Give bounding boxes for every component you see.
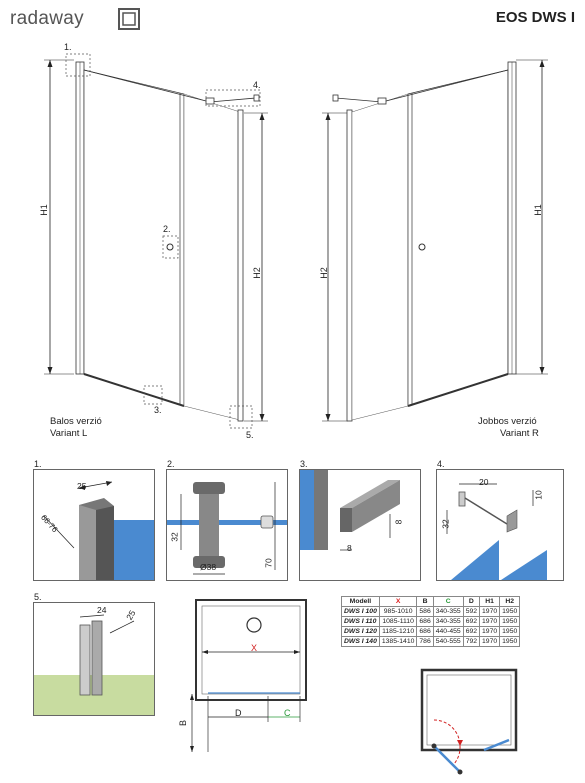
table-cell: 586 bbox=[416, 606, 434, 617]
detail-5-drawing bbox=[34, 614, 154, 715]
table-cell: DWS I 120 bbox=[341, 626, 380, 637]
table-cell: 440-455 bbox=[432, 626, 464, 637]
detail-3-label: 3. bbox=[300, 459, 308, 469]
h1-label-left: H1 bbox=[38, 204, 49, 216]
table-cell: 1185-1210 bbox=[378, 626, 418, 637]
spec-header-h1: H1 bbox=[479, 596, 501, 607]
detail-2-dim-b: Ø38 bbox=[200, 562, 217, 572]
spec-header-d: D bbox=[462, 596, 481, 607]
caption-left-line1: Balos verzió bbox=[50, 416, 102, 427]
plan-b-label: B bbox=[178, 719, 189, 727]
plan-x-label: X bbox=[251, 643, 258, 653]
callout-4: 4. bbox=[253, 80, 261, 90]
spec-table: Modell X B C D H1 H2 DWS I 100 985-1010 … bbox=[341, 596, 521, 647]
table-row: DWS I 120 1185-1210 686 440-455 692 1970… bbox=[341, 626, 521, 637]
h2-label-right: H2 bbox=[318, 267, 329, 279]
detail-5-label: 5. bbox=[34, 592, 42, 602]
detail-1-drawing bbox=[43, 481, 154, 580]
detail-5-dim-a: 24 bbox=[97, 605, 107, 615]
detail-3-dim-a: 8 bbox=[347, 543, 352, 553]
table-cell: 340-355 bbox=[432, 606, 464, 617]
table-cell: 592 bbox=[462, 606, 481, 617]
table-cell: DWS I 100 bbox=[341, 606, 380, 617]
detail-4-drawing bbox=[446, 483, 547, 580]
table-cell: 686 bbox=[416, 626, 434, 637]
table-cell: 692 bbox=[462, 626, 481, 637]
caption-right-line1: Jobbos verzió bbox=[478, 416, 537, 427]
door-swing-diagram bbox=[420, 668, 518, 775]
page-title: EOS DWS I bbox=[495, 9, 575, 26]
table-cell: DWS I 140 bbox=[341, 636, 380, 647]
brand-logo-icon bbox=[118, 8, 140, 30]
table-cell: 1385-1410 bbox=[378, 636, 418, 647]
elevation-right-drawing bbox=[322, 59, 548, 422]
table-cell: 340-355 bbox=[432, 616, 464, 627]
plan-view-drawing bbox=[190, 599, 307, 752]
table-cell: 692 bbox=[462, 616, 481, 627]
detail-4-dim-a: 20 bbox=[479, 477, 489, 487]
detail-2-drawing bbox=[167, 482, 287, 575]
detail-3-panel bbox=[299, 469, 421, 581]
table-cell: 786 bbox=[416, 636, 434, 647]
plan-c-label: C bbox=[284, 708, 291, 718]
table-cell: 1970 bbox=[479, 606, 501, 617]
h1-label-right: H1 bbox=[532, 204, 543, 216]
callout-1: 1. bbox=[64, 42, 72, 52]
table-cell: 1950 bbox=[499, 636, 521, 647]
table-cell: 1950 bbox=[499, 616, 521, 627]
table-row: DWS I 100 985-1010 586 340-355 592 1970 … bbox=[341, 606, 521, 617]
detail-4-panel bbox=[436, 469, 564, 581]
table-cell: 1085-1110 bbox=[378, 616, 418, 627]
table-cell: DWS I 110 bbox=[341, 616, 380, 627]
table-cell: 1950 bbox=[499, 606, 521, 617]
table-cell: 1950 bbox=[499, 626, 521, 637]
detail-2-dim-a: 32 bbox=[169, 532, 180, 542]
detail-3-drawing bbox=[300, 470, 400, 551]
table-cell: 1970 bbox=[479, 626, 501, 637]
spec-header-c: C bbox=[432, 596, 464, 607]
detail-1-dim-a: 25 bbox=[77, 481, 87, 491]
callout-2: 2. bbox=[163, 224, 171, 234]
table-cell: 686 bbox=[416, 616, 434, 627]
table-cell: 1970 bbox=[479, 636, 501, 647]
table-row: DWS I 110 1085-1110 686 340-355 692 1970… bbox=[341, 616, 521, 627]
caption-right-line2: Variant R bbox=[500, 428, 539, 439]
spec-table-container: Modell X B C D H1 H2 DWS I 100 985-1010 … bbox=[341, 596, 521, 647]
detail-4-dim-b: 10 bbox=[533, 490, 544, 500]
callout-3: 3. bbox=[154, 405, 162, 415]
callout-5: 5. bbox=[246, 430, 254, 440]
detail-5-panel bbox=[33, 602, 155, 716]
table-cell: 1970 bbox=[479, 616, 501, 627]
spec-header-b: B bbox=[416, 596, 434, 607]
table-row: DWS I 140 1385-1410 786 540-555 792 1970… bbox=[341, 636, 521, 647]
detail-4-label: 4. bbox=[437, 459, 445, 469]
table-cell: 540-555 bbox=[432, 636, 464, 647]
detail-2-panel bbox=[166, 469, 288, 581]
brand-name: radaway bbox=[10, 8, 84, 29]
detail-1-panel bbox=[33, 469, 155, 581]
detail-4-dim-c: 32 bbox=[440, 519, 451, 529]
elevation-left-drawing bbox=[44, 53, 268, 429]
detail-3-dim-b: 8 bbox=[393, 519, 404, 525]
spec-table-header-row: Modell X B C D H1 H2 bbox=[341, 596, 521, 607]
spec-header-h2: H2 bbox=[499, 596, 521, 607]
plan-d-label: D bbox=[235, 708, 242, 718]
table-cell: 985-1010 bbox=[378, 606, 418, 617]
table-cell: 792 bbox=[462, 636, 481, 647]
caption-left-line2: Variant L bbox=[50, 428, 88, 439]
detail-2-dim-c: 70 bbox=[263, 558, 274, 568]
detail-1-label: 1. bbox=[34, 459, 42, 469]
detail-2-label: 2. bbox=[167, 459, 175, 469]
h2-label-left: H2 bbox=[251, 267, 262, 279]
spec-header-modell: Modell bbox=[341, 596, 380, 607]
spec-header-x: X bbox=[378, 596, 418, 607]
